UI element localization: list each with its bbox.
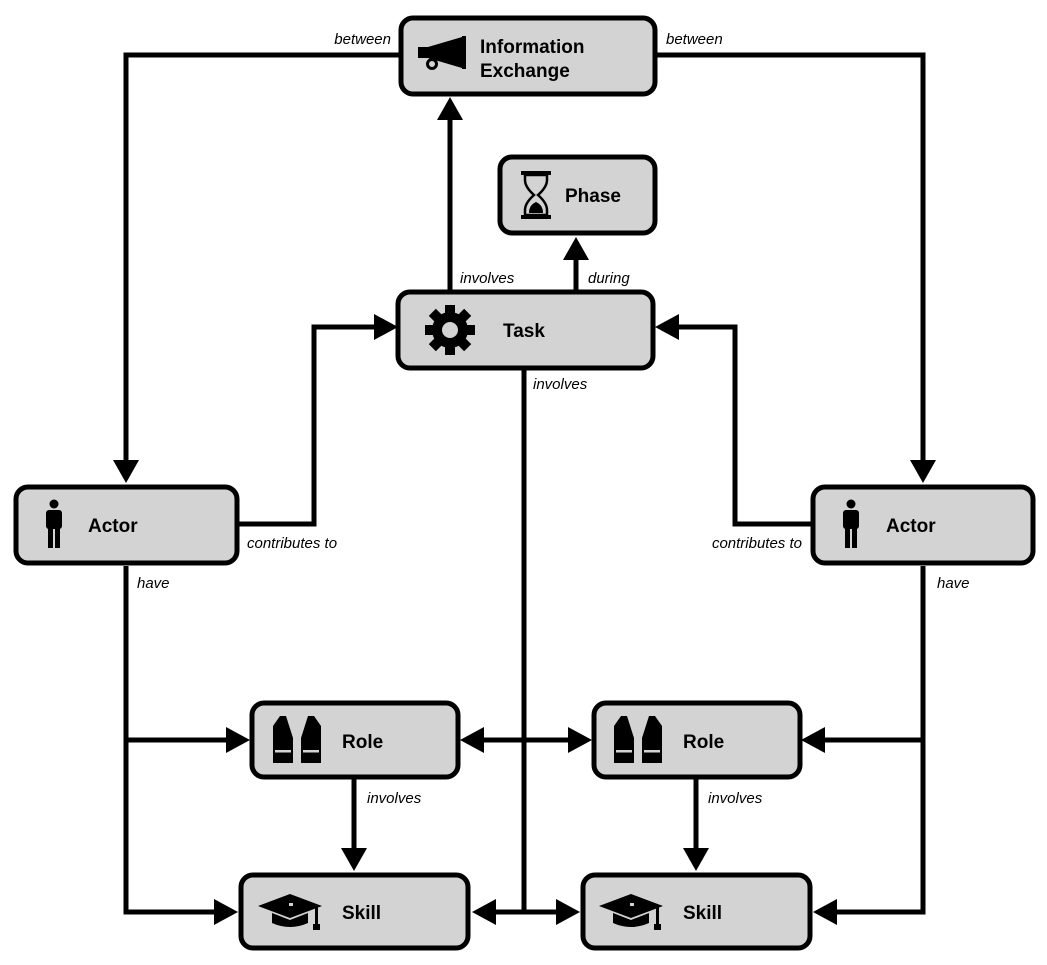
node-skill-right[interactable]: Skill bbox=[580, 872, 813, 951]
node-role-left[interactable]: Role bbox=[249, 700, 461, 780]
node-skill-left[interactable]: Skill bbox=[238, 872, 471, 951]
arrowhead-down bbox=[683, 848, 709, 871]
edge-label-have-left: have bbox=[137, 575, 170, 592]
node-actor-left[interactable]: Actor bbox=[13, 484, 240, 566]
graduation-cap-icon bbox=[599, 894, 663, 930]
node-label-information: Information bbox=[480, 37, 585, 58]
edge-info-to-actor-right bbox=[655, 52, 926, 462]
edge-label-contributes-right: contributes to bbox=[712, 535, 802, 552]
node-label-exchange: Exchange bbox=[480, 61, 570, 82]
arrowhead-left bbox=[460, 727, 484, 753]
megaphone-icon bbox=[418, 36, 466, 70]
edge-label-contributes-left: contributes to bbox=[247, 535, 337, 552]
node-label-skill-right: Skill bbox=[683, 903, 722, 924]
arrowhead-right bbox=[556, 899, 580, 925]
node-information-exchange[interactable]: Information Exchange bbox=[398, 15, 658, 97]
node-label-phase: Phase bbox=[565, 186, 621, 207]
edge-label-have-right: have bbox=[937, 575, 970, 592]
edge-actor-left-have bbox=[123, 566, 216, 915]
edge-label-between-right: between bbox=[666, 31, 723, 48]
node-task[interactable]: Task bbox=[395, 289, 656, 371]
edge-label-task-involves-info: involves bbox=[460, 270, 515, 287]
edge-label-role-left-involves: involves bbox=[367, 790, 422, 807]
node-label-actor-left: Actor bbox=[88, 516, 138, 537]
edge-actor-left-to-task bbox=[238, 324, 376, 527]
edge-label-role-right-involves: involves bbox=[708, 790, 763, 807]
arrowhead-right bbox=[568, 727, 592, 753]
arrowhead-left bbox=[813, 899, 837, 925]
arrowhead-left bbox=[472, 899, 496, 925]
arrowhead-left bbox=[655, 314, 679, 340]
hourglass-icon bbox=[521, 171, 551, 219]
connectors bbox=[113, 52, 936, 925]
arrowhead-down bbox=[113, 460, 139, 483]
arrowhead-right bbox=[374, 314, 398, 340]
node-label-actor-right: Actor bbox=[886, 516, 936, 537]
edge-info-to-actor-left bbox=[123, 52, 401, 462]
graduation-cap-icon bbox=[258, 894, 322, 930]
arrowhead-down bbox=[910, 460, 936, 483]
arrowhead-up bbox=[563, 237, 589, 260]
edge-actor-right-to-task bbox=[677, 324, 811, 527]
edge-label-between-left: between bbox=[334, 31, 391, 48]
node-label-task: Task bbox=[503, 321, 545, 342]
node-label-role-right: Role bbox=[683, 732, 724, 753]
arrowhead-up bbox=[437, 97, 463, 120]
person-icon bbox=[843, 499, 859, 548]
node-actor-right[interactable]: Actor bbox=[810, 484, 1036, 566]
node-label-role-left: Role bbox=[342, 732, 383, 753]
node-role-right[interactable]: Role bbox=[591, 700, 803, 780]
node-phase[interactable]: Phase bbox=[497, 154, 658, 236]
vest-icon bbox=[273, 716, 321, 763]
edge-label-during: during bbox=[588, 270, 630, 287]
arrowhead-right bbox=[226, 727, 250, 753]
arrowhead-right bbox=[214, 899, 238, 925]
edge-label-task-involves-down: involves bbox=[533, 376, 588, 393]
edge-labels: between between involves during involves… bbox=[137, 31, 970, 807]
arrowhead-down bbox=[341, 848, 367, 871]
gear-icon bbox=[425, 305, 475, 355]
edge-actor-right-have bbox=[835, 566, 926, 915]
node-label-skill-left: Skill bbox=[342, 903, 381, 924]
person-icon bbox=[46, 499, 62, 548]
vest-icon bbox=[614, 716, 662, 763]
arrowhead-left bbox=[801, 727, 825, 753]
